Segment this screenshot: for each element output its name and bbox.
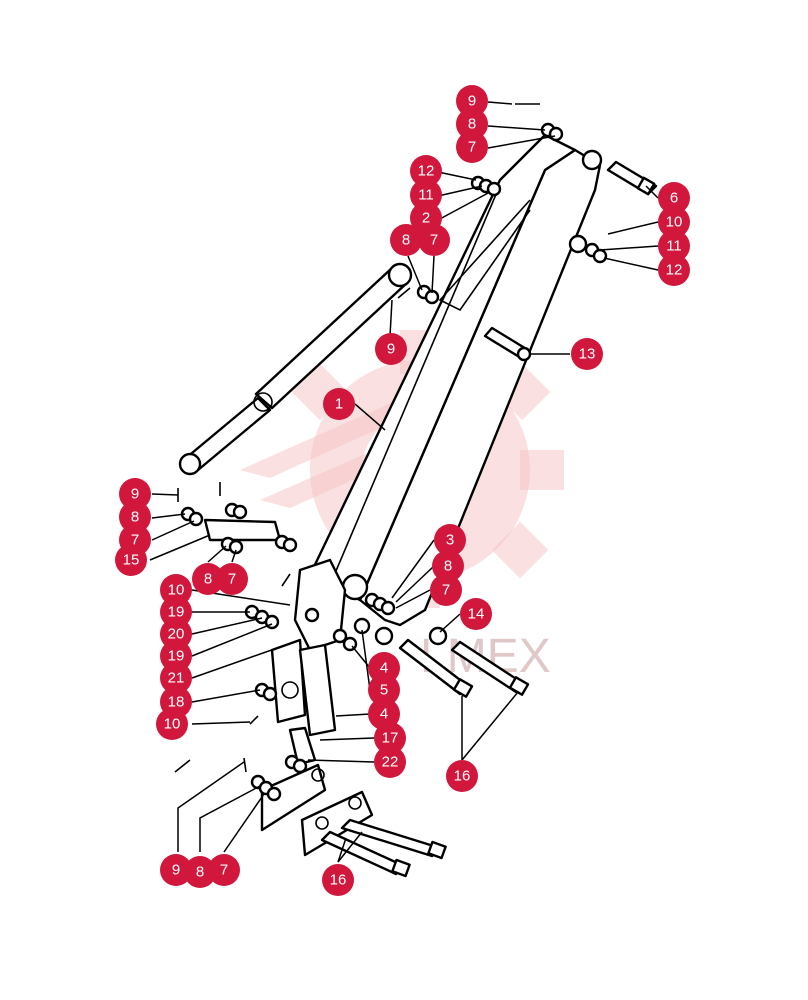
leader-lines: [149, 101, 659, 863]
callout-17: 17: [374, 722, 406, 754]
svg-text:4: 4: [380, 660, 388, 677]
callout-8-mid: 8: [192, 563, 224, 595]
callout-4-b: 4: [368, 698, 400, 730]
callout-8-bot: 8: [184, 856, 216, 888]
svg-text:11: 11: [418, 187, 434, 204]
callout-14: 14: [460, 598, 492, 630]
boom-arm: [308, 133, 603, 627]
svg-text:12: 12: [418, 163, 435, 180]
svg-text:10: 10: [666, 214, 683, 231]
callout-12-b: 12: [658, 254, 690, 286]
svg-text:8: 8: [402, 232, 410, 249]
svg-text:3: 3: [446, 532, 454, 549]
svg-text:5: 5: [380, 682, 388, 699]
svg-text:10: 10: [168, 582, 185, 599]
svg-text:21: 21: [168, 670, 185, 687]
callout-10-c: 10: [156, 708, 188, 740]
callout-19-b: 19: [160, 640, 192, 672]
callout-13: 13: [571, 338, 603, 370]
callout-16-a: 16: [446, 760, 478, 792]
callout-16-b: 16: [322, 864, 354, 896]
svg-text:22: 22: [382, 754, 399, 771]
svg-text:8: 8: [444, 558, 452, 575]
svg-text:16: 16: [330, 872, 347, 889]
svg-text:10: 10: [164, 716, 181, 733]
svg-text:11: 11: [666, 238, 682, 255]
callout-6: 6: [658, 182, 690, 214]
callout-8-r: 8: [432, 550, 464, 582]
callout-10-a: 10: [658, 206, 690, 238]
callout-9-bot: 9: [160, 854, 192, 886]
callout-8-left: 8: [119, 501, 151, 533]
callout-10-b: 10: [160, 574, 192, 606]
swing-bracket: [244, 558, 347, 766]
link-plate-15: [177, 482, 298, 555]
svg-text:7: 7: [468, 139, 476, 156]
callout-7-top: 7: [456, 131, 488, 163]
callout-7-r: 7: [430, 574, 462, 606]
callout-11-b: 11: [658, 230, 690, 262]
callout-19-a: 19: [160, 596, 192, 628]
svg-text:8: 8: [196, 864, 204, 881]
callout-4-a: 4: [368, 652, 400, 684]
svg-text:2: 2: [422, 210, 430, 227]
callout-7-bot: 7: [208, 854, 240, 886]
svg-text:7: 7: [430, 232, 438, 249]
svg-text:9: 9: [131, 486, 139, 503]
svg-text:9: 9: [387, 341, 395, 358]
callout-7-b: 7: [418, 224, 450, 256]
svg-text:8: 8: [204, 571, 212, 588]
svg-text:19: 19: [168, 648, 185, 665]
callout-22: 22: [374, 746, 406, 778]
callout-8-b: 8: [390, 224, 422, 256]
svg-text:9: 9: [172, 862, 180, 879]
svg-text:9: 9: [468, 93, 476, 110]
callout-15: 15: [115, 544, 147, 576]
base-plates: [174, 754, 447, 878]
svg-text:8: 8: [131, 509, 139, 526]
svg-text:12: 12: [666, 262, 683, 279]
callout-9-top: 9: [456, 85, 488, 117]
callout-20: 20: [160, 618, 192, 650]
svg-text:6: 6: [670, 190, 678, 207]
svg-text:7: 7: [228, 571, 236, 588]
callout-9-left: 9: [119, 478, 151, 510]
svg-text:15: 15: [123, 552, 140, 569]
svg-text:7: 7: [442, 582, 450, 599]
svg-text:16: 16: [454, 768, 471, 785]
svg-text:13: 13: [579, 346, 596, 363]
callout-9-mid: 9: [375, 333, 407, 365]
svg-text:18: 18: [168, 694, 185, 711]
callout-1: 1: [323, 388, 355, 420]
callout-3: 3: [434, 524, 466, 556]
svg-text:17: 17: [382, 730, 399, 747]
pins-16-upper: [332, 592, 530, 698]
hydraulic-cylinder: [178, 262, 413, 476]
svg-text:7: 7: [220, 862, 228, 879]
svg-text:14: 14: [468, 606, 485, 623]
callout-7-mid: 7: [216, 563, 248, 595]
svg-text:8: 8: [468, 116, 476, 133]
svg-text:1: 1: [335, 396, 343, 413]
callout-5: 5: [368, 674, 400, 706]
callout-21: 21: [160, 662, 192, 694]
svg-text:4: 4: [380, 706, 388, 723]
callout-8-top: 8: [456, 108, 488, 140]
svg-text:7: 7: [131, 532, 139, 549]
callout-11-a: 11: [410, 179, 442, 211]
svg-text:19: 19: [168, 604, 185, 621]
svg-text:20: 20: [168, 626, 185, 643]
callout-12-a: 12: [410, 155, 442, 187]
